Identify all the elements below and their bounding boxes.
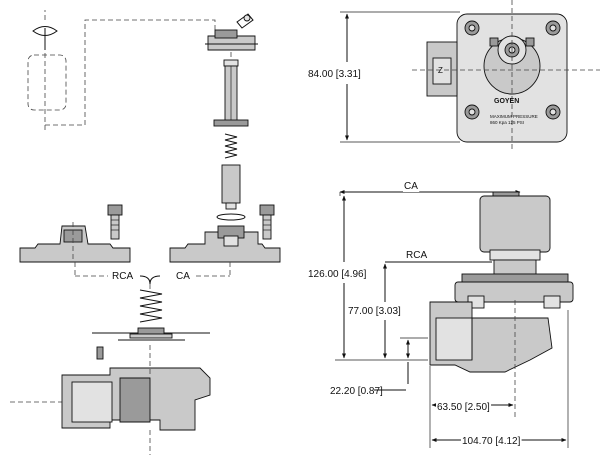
- plunger: [221, 164, 241, 210]
- port-height-dimension: 22.20 [0.87]: [330, 386, 383, 397]
- body-height-dimension: 77.00 [3.03]: [348, 306, 401, 317]
- plate-line-1: MAXIMUM PRESSURE: [490, 114, 538, 119]
- ca-label-exploded: CA: [176, 271, 190, 282]
- coil-top-assembly: [205, 13, 258, 51]
- label-backdrop: [111, 271, 135, 282]
- total-width-dimension: 104.70 [4.12]: [462, 436, 521, 447]
- valve-body-exploded: [10, 345, 211, 455]
- total-height-dimension: 126.00 [4.96]: [308, 269, 367, 280]
- armature-tube: [213, 59, 249, 127]
- pilot-spring: [224, 133, 238, 159]
- side-valve-body: [429, 301, 553, 373]
- remote-pilot-box: [27, 54, 67, 111]
- label-backdrop: [307, 269, 368, 280]
- label-backdrop: [405, 250, 429, 261]
- label-backdrop: [347, 306, 403, 317]
- rca-label-exploded: RCA: [112, 271, 133, 282]
- label-backdrop: [307, 69, 363, 80]
- bonnet-right: [169, 225, 281, 263]
- label-backdrop: [461, 436, 522, 447]
- diaphragm-spring: [139, 289, 163, 323]
- plate-line-2: 860 Kpa 125 PSI: [490, 120, 524, 125]
- bolt-left: [107, 204, 123, 240]
- pilot-key-icon: [32, 26, 58, 50]
- label-backdrop: [436, 402, 492, 413]
- top-view: 84.00 [3.31] Z GOYEN MAXIMUM PRESSURE 86…: [307, 0, 600, 150]
- top-height-dimension: 84.00 [3.31]: [308, 69, 361, 80]
- svg-text:Z: Z: [438, 66, 443, 75]
- diaphragm: [92, 327, 210, 341]
- bleed-pin: [96, 346, 104, 360]
- label-backdrop: [175, 271, 192, 282]
- side-view: CA RCA 126.00 [4.96]: [307, 181, 574, 448]
- rca-label-side: RCA: [406, 250, 427, 261]
- label-backdrop: [329, 386, 385, 397]
- ca-label-side: CA: [404, 181, 418, 192]
- corner-bolt-holes: [464, 20, 561, 120]
- o-ring: [216, 213, 246, 221]
- solenoid-coil: [479, 191, 551, 275]
- side-bonnet: [454, 273, 574, 309]
- exploded-view: RCA CA: [10, 10, 281, 455]
- bonnet-left: [19, 222, 131, 263]
- bolt-right: [259, 204, 275, 240]
- port-offset-dimension: 63.50 [2.50]: [437, 402, 490, 413]
- brand-text: GOYEN: [494, 98, 519, 105]
- label-backdrop: [403, 181, 420, 192]
